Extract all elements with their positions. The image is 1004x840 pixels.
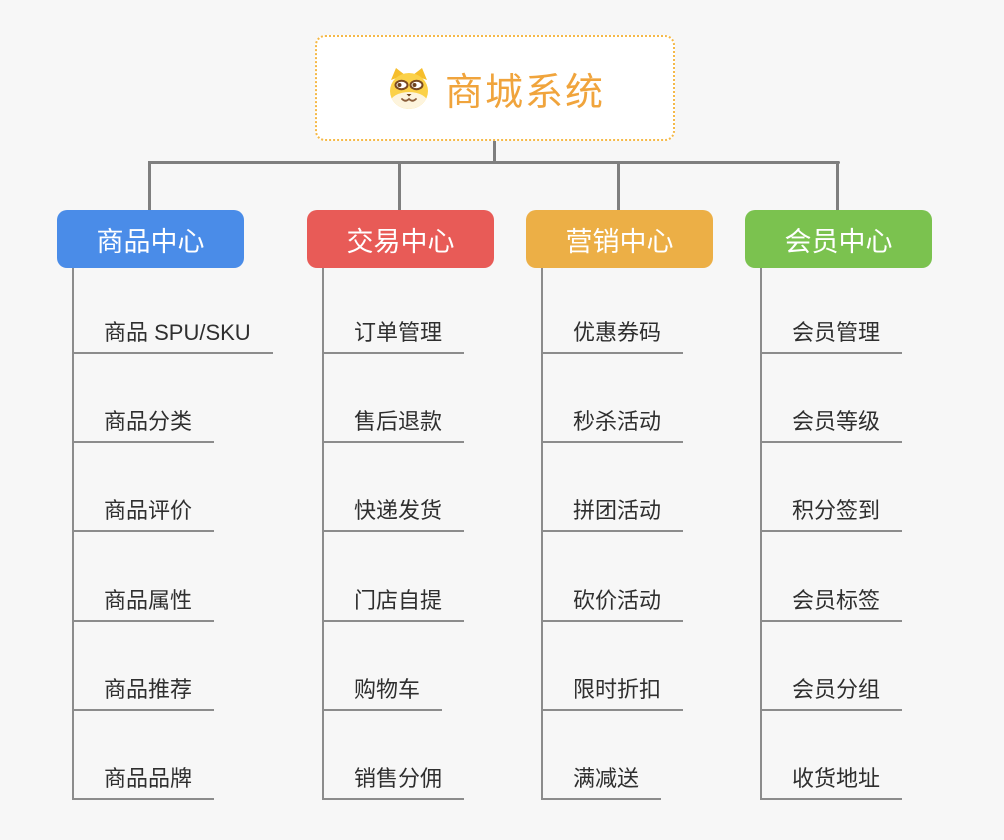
connector-drop-branch-2 xyxy=(398,161,401,211)
branch-node-label: 交易中心 xyxy=(346,226,455,257)
connector-drop-branch-1 xyxy=(148,161,151,211)
root-node-label: 商城系统 xyxy=(444,71,605,114)
leaf-node[interactable]: 订单管理 xyxy=(324,319,465,354)
leaf-node[interactable]: 商品评价 xyxy=(74,497,215,532)
leaf-node[interactable]: 满减送 xyxy=(543,765,662,800)
connector-drop-branch-3 xyxy=(617,161,620,211)
leaf-node[interactable]: 商品分类 xyxy=(74,408,215,443)
branch-node-label: 会员中心 xyxy=(784,226,893,257)
leaf-node[interactable]: 快递发货 xyxy=(324,497,465,532)
leaf-node[interactable]: 会员标签 xyxy=(762,587,903,622)
branch-children-product-center: 商品 SPU/SKU 商品分类 商品评价 商品属性 商品推荐 商品品牌 xyxy=(72,268,273,800)
leaf-node[interactable]: 商品品牌 xyxy=(74,765,215,800)
leaf-node[interactable]: 会员分组 xyxy=(762,676,903,711)
leaf-node[interactable]: 商品推荐 xyxy=(74,676,215,711)
branch-node-product-center[interactable]: 商品中心 xyxy=(57,210,244,268)
branch-node-marketing-center[interactable]: 营销中心 xyxy=(526,210,713,268)
branch-children-marketing-center: 优惠券码 秒杀活动 拼团活动 砍价活动 限时折扣 满减送 xyxy=(541,268,684,800)
branch-children-trade-center: 订单管理 售后退款 快递发货 门店自提 购物车 销售分佣 xyxy=(322,268,465,800)
branch-node-label: 商品中心 xyxy=(96,226,205,257)
dog-face-icon xyxy=(389,68,428,109)
leaf-node[interactable]: 售后退款 xyxy=(324,408,465,443)
connector-bus xyxy=(149,161,840,164)
branch-node-member-center[interactable]: 会员中心 xyxy=(745,210,932,268)
leaf-node[interactable]: 会员等级 xyxy=(762,408,903,443)
leaf-node[interactable]: 限时折扣 xyxy=(543,676,684,711)
leaf-node[interactable]: 砍价活动 xyxy=(543,587,684,622)
leaf-node[interactable]: 拼团活动 xyxy=(543,497,684,532)
leaf-node[interactable]: 商品 SPU/SKU xyxy=(74,319,273,354)
connector-drop-branch-4 xyxy=(836,161,839,211)
leaf-node[interactable]: 积分签到 xyxy=(762,497,903,532)
connector-root-drop xyxy=(493,140,496,163)
leaf-node[interactable]: 商品属性 xyxy=(74,587,215,622)
leaf-node[interactable]: 优惠券码 xyxy=(543,319,684,354)
root-node-mall-system[interactable]: 商城系统 xyxy=(315,35,675,141)
leaf-node[interactable]: 销售分佣 xyxy=(324,765,465,800)
leaf-node[interactable]: 门店自提 xyxy=(324,587,465,622)
leaf-node[interactable]: 会员管理 xyxy=(762,319,903,354)
leaf-node[interactable]: 购物车 xyxy=(324,676,443,711)
branch-node-label: 营销中心 xyxy=(565,226,674,257)
branch-node-trade-center[interactable]: 交易中心 xyxy=(307,210,494,268)
leaf-node[interactable]: 秒杀活动 xyxy=(543,408,684,443)
leaf-node[interactable]: 收货地址 xyxy=(762,765,903,800)
branch-children-member-center: 会员管理 会员等级 积分签到 会员标签 会员分组 收货地址 xyxy=(760,268,903,800)
